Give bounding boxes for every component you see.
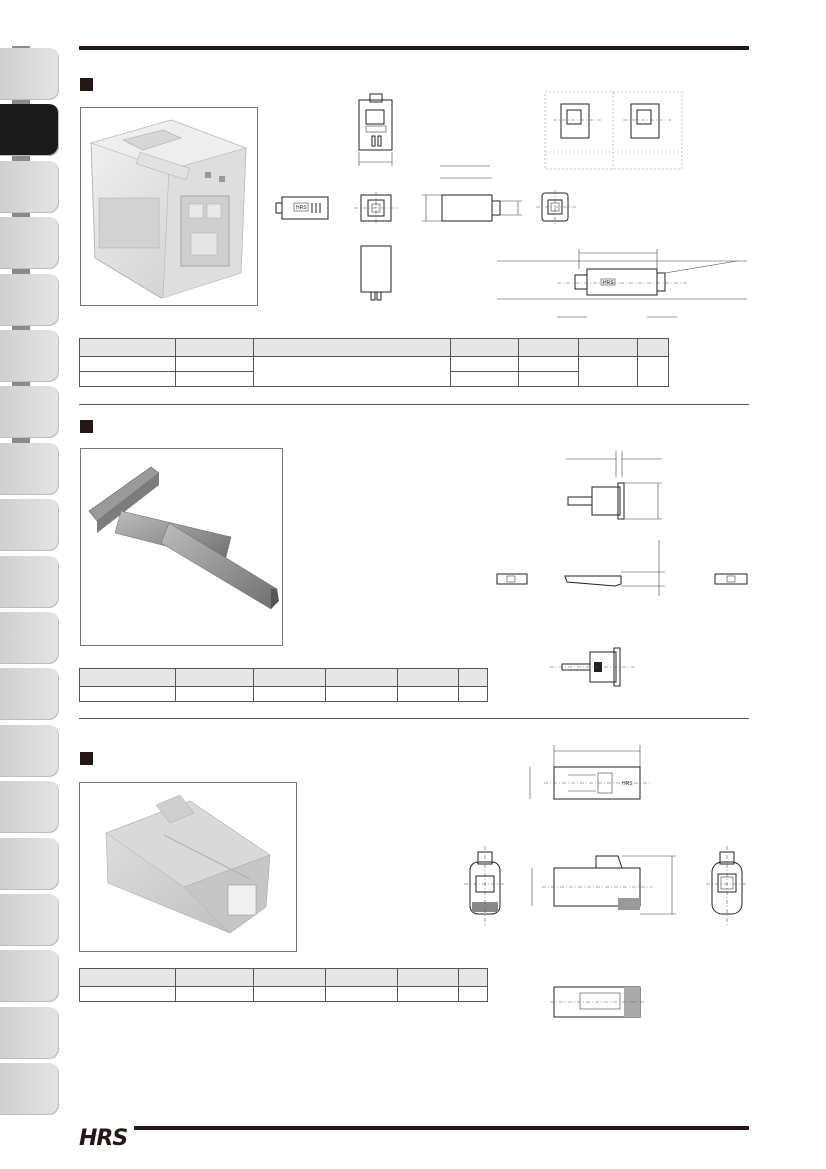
section-1-bottom-view (360, 245, 392, 301)
side-tab-3[interactable] (0, 160, 59, 213)
side-tab-5[interactable] (0, 273, 59, 326)
brand-logo: HRS (79, 1126, 128, 1151)
side-tab-15[interactable] (0, 837, 59, 890)
section-3-bottom-view (550, 986, 646, 1018)
section-1-side-view-left: HRS (275, 196, 329, 220)
section-1-end-view (354, 192, 398, 224)
side-tab-10[interactable] (0, 555, 59, 608)
section-1-panel-cutout-views (544, 91, 683, 170)
section-3-side-view (531, 855, 676, 915)
side-tab-4[interactable] (0, 217, 59, 270)
side-tab-2[interactable] (0, 104, 59, 157)
section-2-spec-table (79, 668, 488, 702)
side-tab-16[interactable] (0, 894, 59, 946)
footer-rule (134, 1126, 749, 1130)
section-divider-1 (79, 404, 749, 405)
section-3-end-view-left (464, 846, 506, 926)
side-tab-13[interactable] (0, 724, 59, 777)
section-2-top-view (566, 451, 662, 520)
section-3-spec-table (79, 968, 488, 1002)
section-1-mounted-view: HRS (497, 249, 747, 318)
side-tab-17[interactable] (0, 950, 59, 1003)
section-1-front-view (358, 93, 393, 166)
side-tab-7[interactable] (0, 386, 59, 439)
section-1-product-photo (80, 107, 258, 306)
side-tab-6[interactable] (0, 330, 59, 382)
section-3-product-photo (79, 782, 297, 952)
section-3-end-view-right (706, 846, 748, 926)
side-tab-1[interactable] (0, 48, 59, 100)
plug-marking: HRS (622, 781, 633, 787)
section-2-assembled-view (550, 647, 636, 687)
section-2-product-photo (80, 448, 283, 646)
section-2-marker (80, 420, 93, 433)
section-1-marker (80, 78, 93, 91)
section-3-marker (80, 752, 93, 765)
section-3-top-view: HRS (529, 745, 652, 800)
side-tab-11[interactable] (0, 612, 59, 664)
section-divider-2 (79, 718, 749, 719)
side-tab-9[interactable] (0, 499, 59, 552)
side-tab-8[interactable] (0, 442, 59, 495)
side-tab-19[interactable] (0, 1063, 59, 1116)
header-rule (79, 46, 749, 50)
svg-text:HRS: HRS (296, 205, 307, 211)
section-1-spec-table (79, 338, 669, 387)
section-1-end-view-right (536, 190, 578, 226)
side-tab-strip (12, 46, 30, 494)
side-tab-18[interactable] (0, 1006, 59, 1059)
side-tab-14[interactable] (0, 781, 59, 834)
section-2-side-views (496, 540, 748, 596)
side-tab-12[interactable] (0, 668, 59, 721)
section-1-plan-view (422, 165, 522, 222)
